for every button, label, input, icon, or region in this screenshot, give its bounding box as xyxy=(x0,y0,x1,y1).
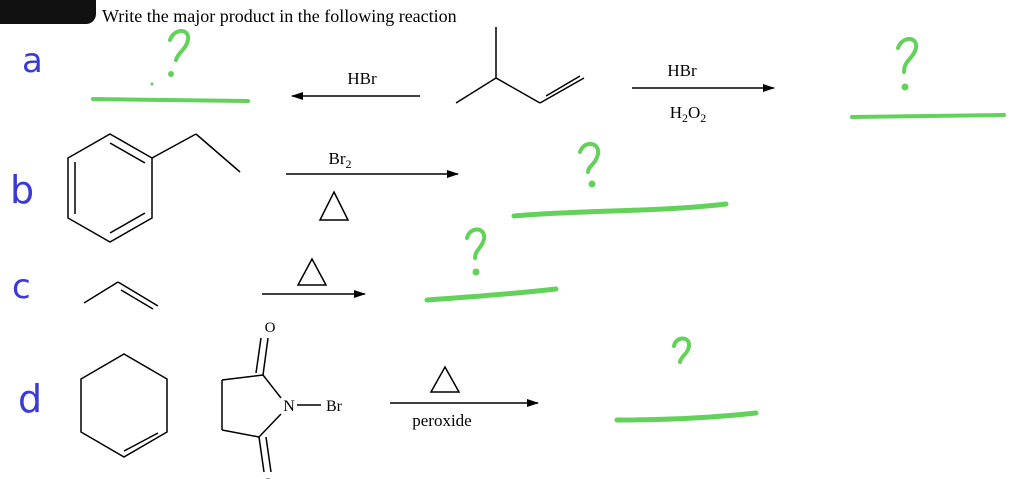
instruction-text: Write the major product in the following… xyxy=(102,6,457,26)
structure-ethylbenzene xyxy=(67,133,241,243)
answer-blank-b xyxy=(511,142,729,219)
atom-bromine: Br xyxy=(326,398,343,415)
heat-triangle-icon xyxy=(318,190,350,221)
redacted-header xyxy=(0,0,96,24)
part-label-a: a xyxy=(22,41,43,81)
heat-triangle-icon xyxy=(429,365,461,393)
part-label-d: d xyxy=(18,377,42,421)
part-label-c: c xyxy=(12,267,31,307)
heat-triangle-icon xyxy=(296,257,328,286)
answer-blank-c xyxy=(424,227,559,303)
reagent-bromine: Br2 xyxy=(329,149,352,171)
reagent-hbr-left: HBr xyxy=(347,69,377,88)
structure-cyclohexene xyxy=(80,353,168,458)
answer-blank-a-left xyxy=(91,29,250,103)
structure-n-bromosuccinimide xyxy=(221,337,321,473)
reagent-hydrogen-peroxide: H2O2 xyxy=(670,103,707,125)
atom-nitrogen: N xyxy=(283,398,295,415)
structure-propene xyxy=(83,281,159,310)
answer-blank-a-right xyxy=(850,37,1006,119)
reagent-peroxide: peroxide xyxy=(412,411,471,430)
part-label-b: b xyxy=(10,168,34,212)
answer-blank-d xyxy=(614,336,759,423)
atom-oxygen-bottom: O xyxy=(263,476,274,479)
atom-oxygen-top: O xyxy=(265,320,276,336)
reagent-hbr-right: HBr xyxy=(667,61,697,80)
structure-3-methyl-1-butene xyxy=(455,27,585,104)
